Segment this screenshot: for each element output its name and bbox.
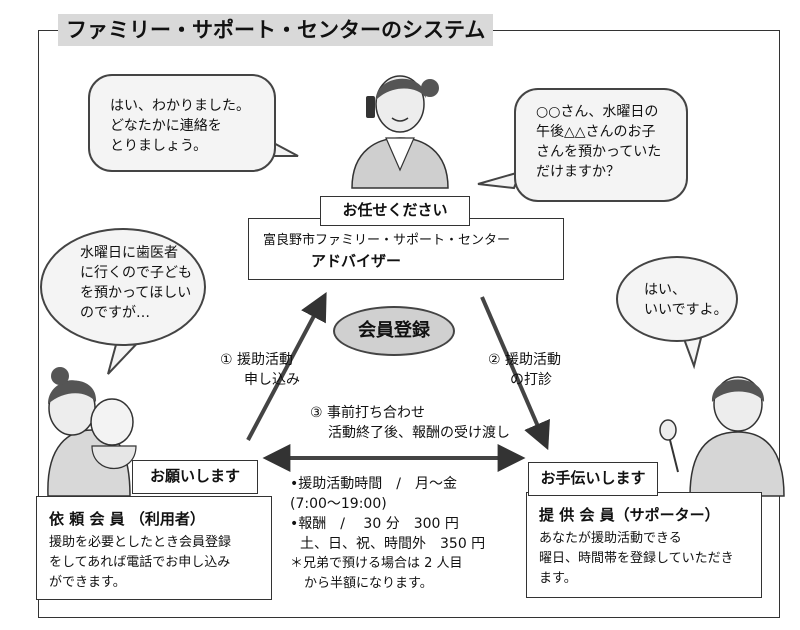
info-note: ＊兄弟で預ける場合は 2 人目	[290, 556, 463, 571]
bubble-line: を預かってほしい	[80, 285, 192, 301]
supporter-tag: お手伝いします	[528, 462, 658, 496]
bubble-line: に行くので子ども	[80, 265, 192, 281]
supporter-heading: 提 供 会 員（サポーター）	[539, 506, 720, 524]
info-hours: •援助活動時間 / 月～金	[290, 476, 457, 492]
arrow-offer	[480, 296, 550, 451]
supporter-bubble: はい、 いいですよ。	[616, 256, 738, 342]
bubble-line: はい、わかりました。	[110, 98, 250, 114]
requester-box: 依 頼 会 員 （利用者） 援助を必要としたとき会員登録 をしてあれば電話でお申…	[36, 496, 272, 600]
bubble-line: いいですよ。	[644, 302, 728, 318]
requester-heading: 依 頼 会 員 （利用者）	[49, 510, 205, 528]
advisor-tag: お任せください	[320, 196, 470, 226]
step1-label: ① 援助活動 申し込み	[220, 350, 300, 390]
advisor-box: 富良野市ファミリー・サポート・センター アドバイザー	[248, 218, 564, 280]
info-block: •援助活動時間 / 月～金 (7:00～19:00) •報酬 / 30 分 30…	[290, 474, 485, 594]
step3-line: ③ 事前打ち合わせ	[310, 405, 426, 421]
requester-line: 援助を必要としたとき会員登録	[49, 535, 232, 550]
info-hours-range: (7:00～19:00)	[290, 496, 387, 512]
step2-line: の打診	[510, 372, 552, 388]
requester-tag: お願いします	[132, 460, 258, 494]
page-title: ファミリー・サポート・センターのシステム	[58, 14, 494, 46]
bubble-line: さんを預かっていた	[536, 144, 662, 160]
advisor-role: アドバイザー	[311, 252, 402, 270]
bubble-line: 水曜日に歯医者	[80, 245, 178, 261]
bubble-line: ○○さん、水曜日の	[536, 104, 659, 120]
advisor-reply-bubble: はい、わかりました。 どなたかに連絡を とりましょう。	[88, 74, 276, 172]
requester-bubble: 水曜日に歯医者 に行くので子ども を預かってほしい のですが…	[40, 228, 206, 346]
bubble-line: だけますか？	[536, 164, 620, 180]
step1-line: ① 援助活動	[220, 352, 294, 368]
supporter-line: あなたが援助活動できる	[539, 531, 682, 546]
bubble-line: 午後△△さんのお子	[536, 124, 656, 140]
supporter-illustration	[659, 376, 785, 497]
step2-line: ② 援助活動	[488, 352, 562, 368]
requester-illustration	[47, 367, 137, 497]
supporter-box: 提 供 会 員（サポーター） あなたが援助活動できる 曜日、時間帯を登録していた…	[526, 492, 762, 598]
bubble-line: はい、	[644, 282, 686, 298]
step1-line: 申し込み	[244, 372, 300, 388]
bubble-line: どなたかに連絡を	[110, 118, 222, 134]
bubble-line: のですが…	[80, 305, 150, 321]
bubble-line: とりましょう。	[110, 138, 208, 154]
step2-label: ② 援助活動 の打診	[488, 350, 561, 390]
advisor-illustration	[351, 75, 449, 189]
org-name: 富良野市ファミリー・サポート・センター	[263, 233, 511, 248]
step3-line: 活動終了後、報酬の受け渡し	[328, 425, 510, 441]
requester-line: ができます。	[49, 575, 126, 590]
advisor-request-bubble: ○○さん、水曜日の 午後△△さんのお子 さんを預かっていた だけますか？	[514, 88, 688, 202]
info-fee-holiday: 土、日、祝、時間外 350 円	[300, 536, 486, 552]
info-fee: •報酬 / 30 分 300 円	[290, 516, 459, 532]
step3-label: ③ 事前打ち合わせ 活動終了後、報酬の受け渡し	[310, 403, 510, 443]
arrow-request	[246, 292, 327, 441]
info-note: から半額になります。	[304, 576, 433, 591]
registration-badge: 会員登録	[333, 306, 455, 356]
supporter-line: ます。	[539, 571, 577, 586]
supporter-line: 曜日、時間帯を登録していただき	[539, 551, 734, 566]
requester-line: をしてあれば電話でお申し込み	[49, 555, 231, 570]
